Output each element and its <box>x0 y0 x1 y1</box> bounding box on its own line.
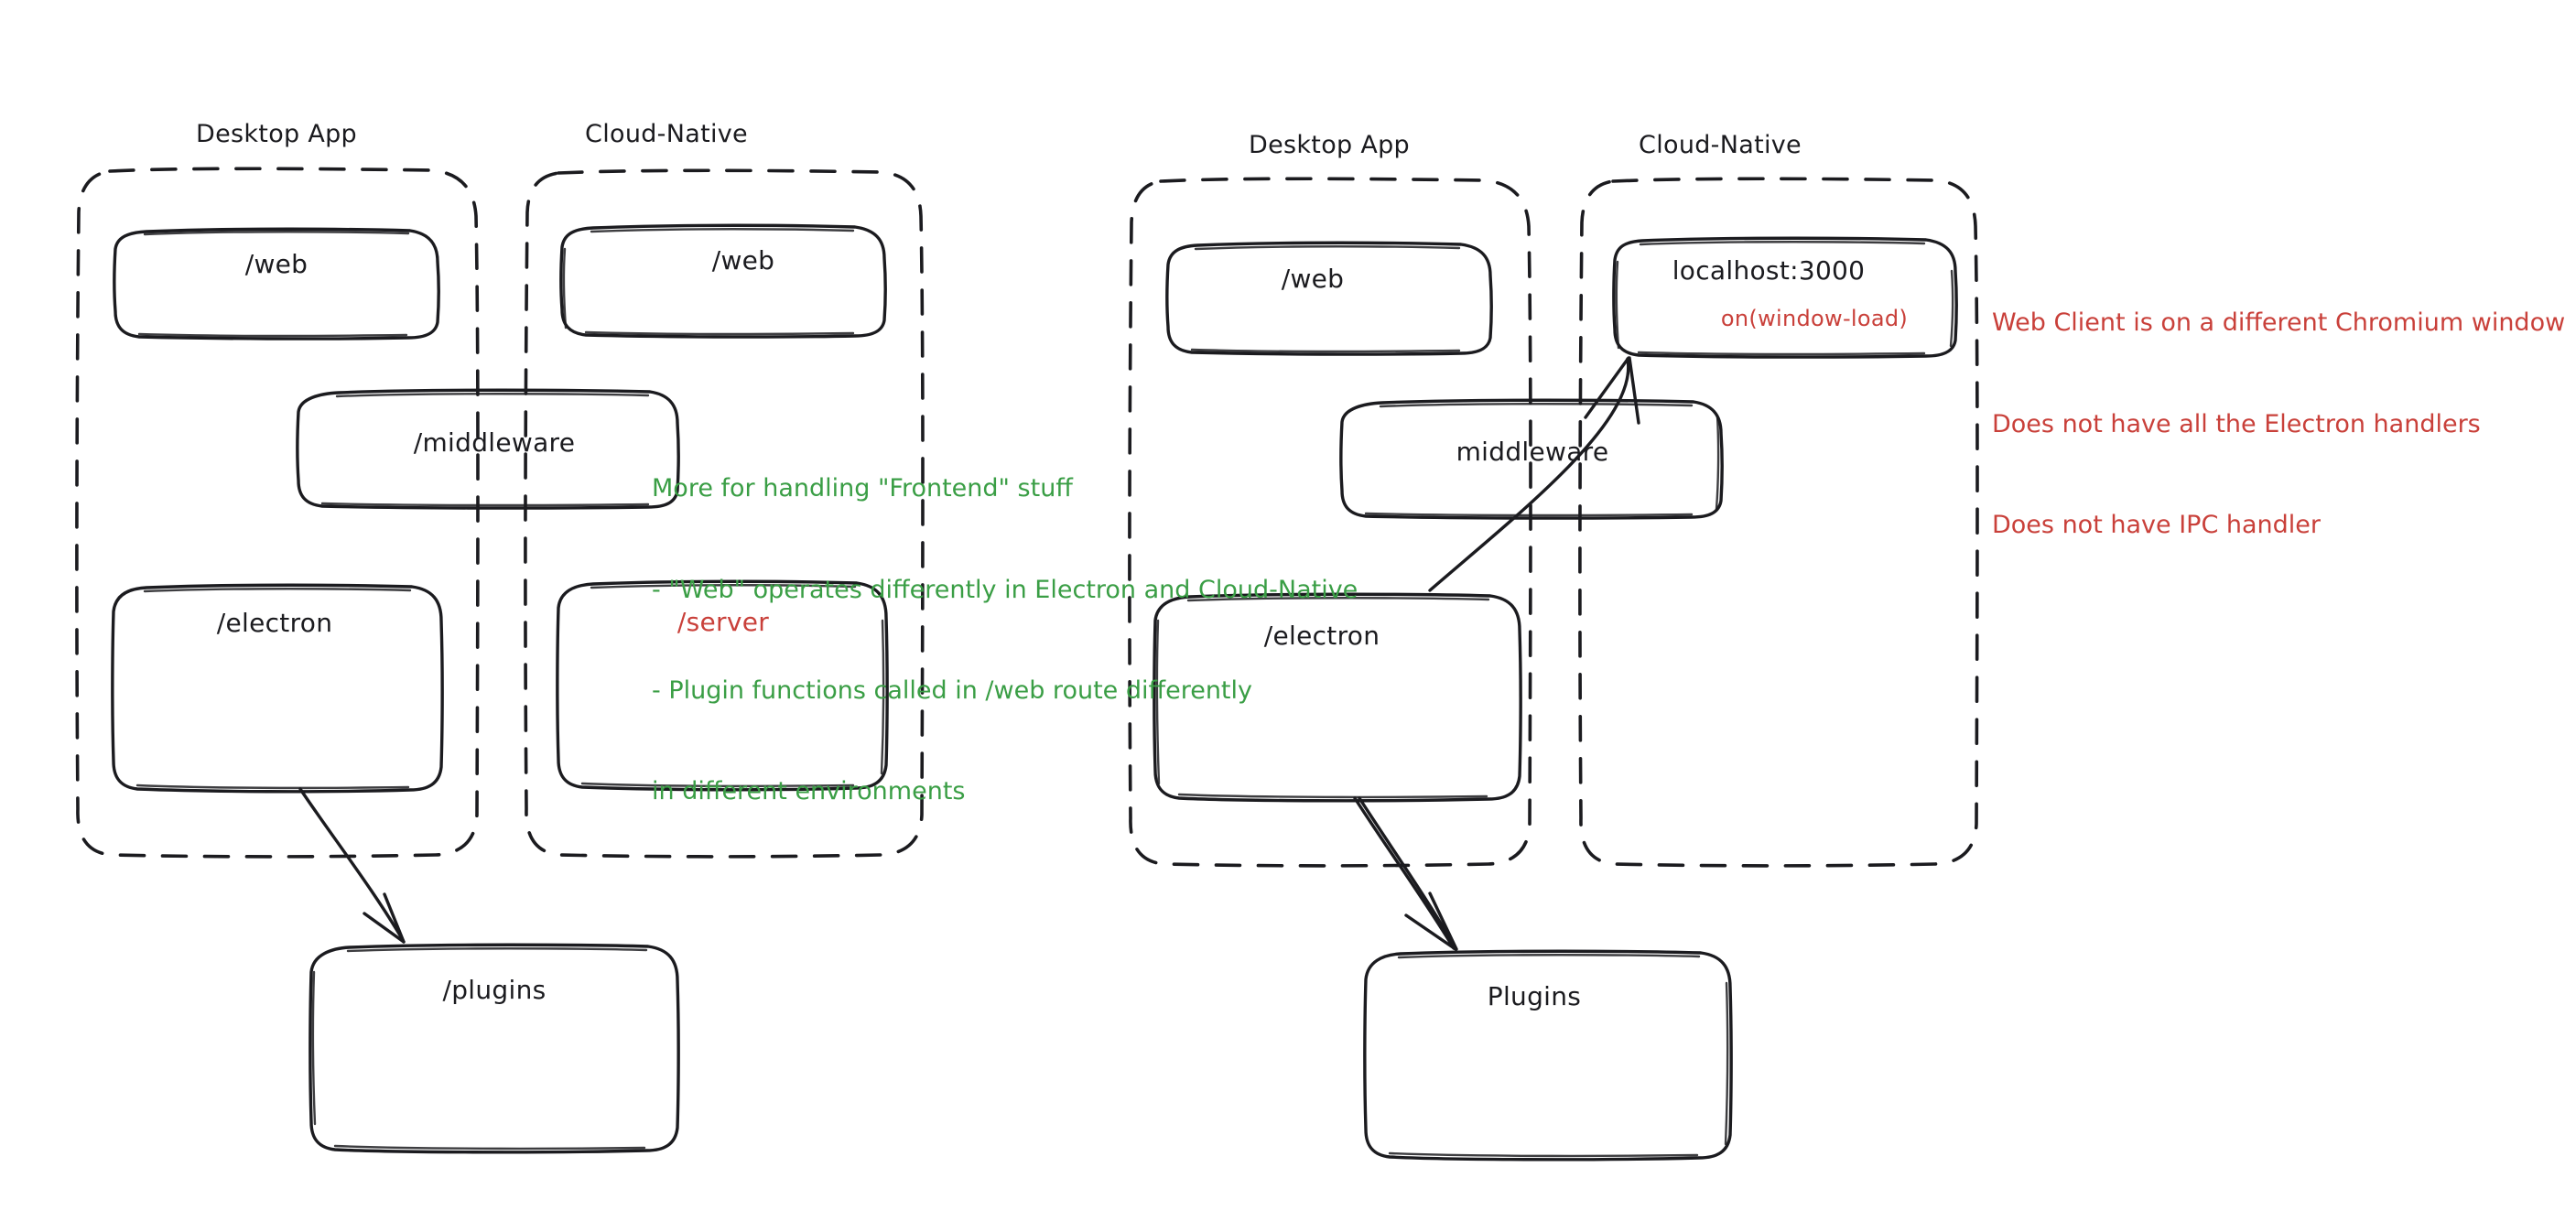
group-container-cloud-native-left <box>524 168 925 859</box>
node-label-right-localhost: localhost:3000 <box>1672 255 1866 286</box>
node-label-left-electron: /electron <box>216 608 333 638</box>
node-label-left-middleware: /middleware <box>413 427 576 458</box>
node-sublabel-right-localhost-on-window-load: on(window-load) <box>1720 306 1909 331</box>
annotation-red-note: Web Client is on a different Chromium wi… <box>1992 240 2565 610</box>
node-left-middleware <box>296 388 680 510</box>
node-label-right-electron: /electron <box>1263 621 1380 651</box>
node-right-middleware <box>1339 398 1724 520</box>
node-left-electron <box>111 583 444 794</box>
node-right-web-desktop <box>1165 241 1493 356</box>
group-title-desktop-app-left: Desktop App <box>196 120 357 148</box>
node-label-left-web-cloud: /web <box>711 245 775 276</box>
annotation-red-line-3: Does not have IPC handler <box>1992 510 2322 539</box>
edge-right-electron-to-plugins <box>1353 796 1458 951</box>
group-title-cloud-native-left: Cloud-Native <box>585 120 748 148</box>
node-left-web-desktop <box>113 227 440 340</box>
group-container-desktop-app-right <box>1128 177 1532 868</box>
group-title-cloud-native-right: Cloud-Native <box>1639 131 1802 159</box>
node-left-web-cloud <box>559 223 887 339</box>
node-left-plugins <box>308 943 680 1154</box>
node-label-right-web-desktop: /web <box>1281 264 1345 294</box>
annotation-green-line-1: More for handling "Frontend" stuff <box>652 474 1073 503</box>
group-title-desktop-app-right: Desktop App <box>1249 131 1410 159</box>
node-right-plugins <box>1363 949 1733 1162</box>
node-label-right-middleware: middleware <box>1456 437 1609 467</box>
node-label-left-web-desktop: /web <box>244 249 308 279</box>
node-right-localhost <box>1612 236 1958 359</box>
annotation-green-line-2: - "Web" operates differently in Electron… <box>652 575 1358 604</box>
annotation-red-line-2: Does not have all the Electron handlers <box>1992 409 2481 438</box>
node-label-left-server: /server <box>676 607 770 637</box>
node-label-right-plugins: Plugins <box>1487 981 1582 1011</box>
node-right-electron <box>1153 592 1522 803</box>
edge-left-electron-to-plugins <box>298 787 406 944</box>
annotation-green-line-4: in different environments <box>652 776 966 805</box>
annotation-green-note: More for handling "Frontend" stuff - "We… <box>652 405 1358 876</box>
group-container-desktop-app-left <box>75 167 480 859</box>
group-container-cloud-native-right <box>1578 177 1979 868</box>
node-left-server <box>556 579 889 792</box>
edge-right-electron-to-localhost <box>1428 356 1640 592</box>
node-label-left-plugins: /plugins <box>442 975 547 1005</box>
annotation-green-line-3: - Plugin functions called in /web route … <box>652 675 1253 705</box>
annotation-red-line-1: Web Client is on a different Chromium wi… <box>1992 308 2566 338</box>
